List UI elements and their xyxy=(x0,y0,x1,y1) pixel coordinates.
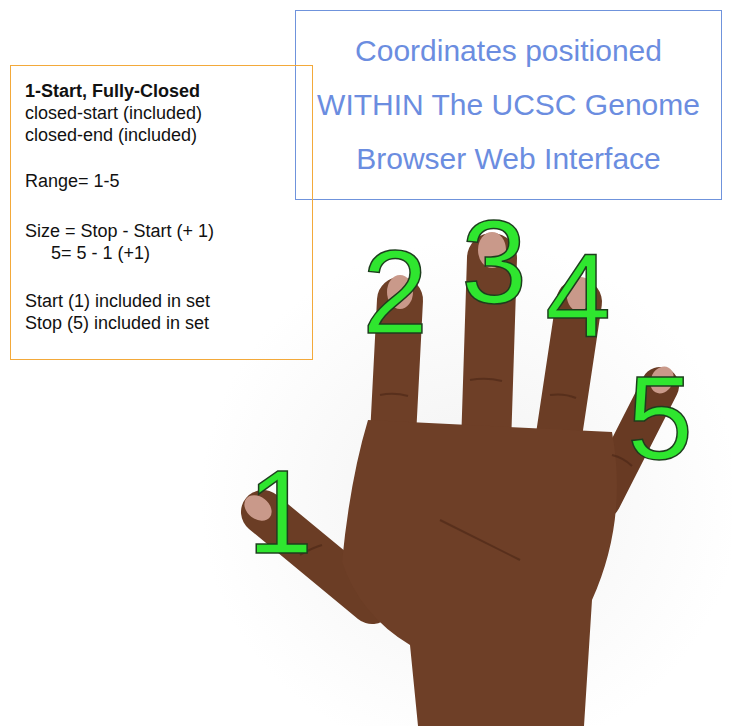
skin-creases xyxy=(300,379,632,560)
note-line: Range= 1-5 xyxy=(25,170,120,192)
callout-number: 5 xyxy=(627,359,693,477)
title-text: Coordinates positioned WITHIN The UCSC G… xyxy=(306,24,711,186)
palm xyxy=(342,420,617,726)
formula-line: Size = Stop - Start (+ 1) xyxy=(25,220,214,242)
crease xyxy=(470,379,502,381)
note-line: closed-end (included) xyxy=(25,124,197,146)
note-line: closed-start (included) xyxy=(25,102,202,124)
callout-number: 4 xyxy=(545,237,611,355)
title-box: Coordinates positioned WITHIN The UCSC G… xyxy=(295,10,722,200)
note-line: Start (1) included in set xyxy=(25,290,210,312)
note-line: Stop (5) included in set xyxy=(25,312,209,334)
crease xyxy=(380,394,408,396)
callout-number: 1 xyxy=(247,453,313,571)
note-heading: 1-Start, Fully-Closed xyxy=(25,80,200,102)
note-box: 1-Start, Fully-Closedclosed-start (inclu… xyxy=(10,65,313,360)
formula-line: 5= 5 - 1 (+1) xyxy=(51,242,150,264)
callout-number: 3 xyxy=(461,203,527,321)
callout-number: 2 xyxy=(362,233,428,351)
crease xyxy=(440,520,520,560)
crease xyxy=(550,394,576,398)
